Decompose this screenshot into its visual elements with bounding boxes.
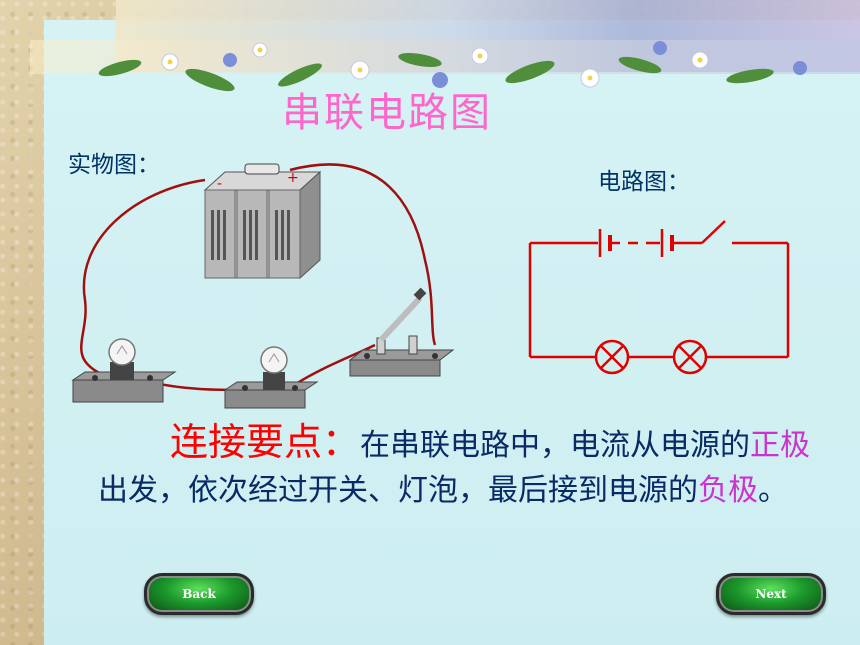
bulb-2-icon	[223, 346, 319, 409]
text-part-3: 。	[758, 473, 788, 508]
battery-icon: + -	[203, 163, 322, 280]
switch-icon	[348, 287, 455, 377]
battery-plus-label: +	[287, 170, 299, 186]
positive-pole-highlight: 正极	[750, 428, 811, 463]
battery-minus-label: -	[217, 176, 222, 192]
flower-decoration	[98, 41, 807, 92]
text-part-2: 出发，依次经过开关、灯泡，最后接到电源的	[98, 473, 698, 508]
slide-title: 串联电路图	[282, 90, 492, 136]
physical-diagram-label: 实物图：	[68, 152, 160, 178]
key-point-label: 连接要点：	[170, 420, 361, 464]
physical-circuit: + -	[71, 163, 455, 409]
lamp-1-symbol	[594, 339, 630, 375]
key-point-paragraph: 连接要点：在串联电路中，电流从电源的正极出发，依次经过开关、灯泡，最后接到电源的…	[98, 420, 818, 513]
wire-battery-to-switch	[289, 163, 437, 346]
bulb-1-icon	[71, 338, 177, 403]
back-button[interactable]: Back	[144, 573, 254, 615]
negative-pole-highlight: 负极	[698, 473, 758, 508]
lamp-2-symbol	[672, 339, 708, 375]
schematic-diagram-label: 电路图：	[598, 169, 690, 195]
wire-battery-to-bulb1	[80, 178, 206, 382]
next-button[interactable]: Next	[716, 573, 826, 615]
schematic-circuit	[528, 220, 790, 375]
switch-blade	[701, 220, 726, 244]
text-part-1: 在串联电路中，电流从电源的	[360, 428, 751, 463]
slide-area	[44, 20, 860, 645]
